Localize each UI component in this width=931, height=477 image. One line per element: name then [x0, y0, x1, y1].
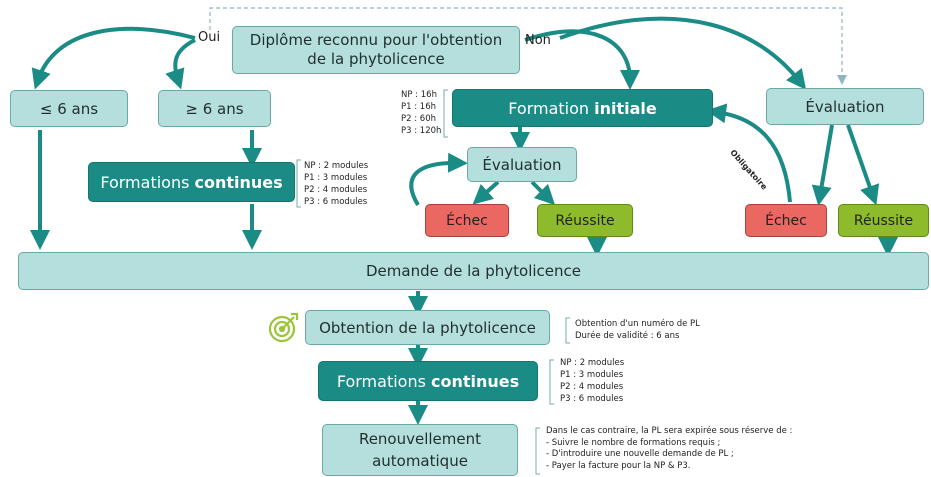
initial-training-box: Formation initiale — [452, 89, 713, 127]
note-line: - Suivre le nombre de formations requis … — [546, 437, 721, 448]
ge6-box: ≥ 6 ans — [158, 90, 271, 127]
le6-box: ≤ 6 ans — [10, 90, 128, 127]
yes-label: Oui — [198, 30, 221, 45]
non-arrow-initial — [524, 29, 640, 90]
continuing-modules-note-2: NP : 2 modules P1 : 3 modules P2 : 4 mod… — [560, 357, 624, 405]
initial-hours-note: NP : 16h P1 : 16h P2 : 60h P3 : 120h — [401, 89, 441, 137]
diploma-question-line1: Diplôme reconnu pour l'obtention — [249, 31, 503, 49]
note-line: P1 : 16h — [401, 102, 437, 112]
initial-training-prefix: Formation — [508, 98, 595, 118]
note-line: P2 : 4 modules — [560, 382, 624, 392]
note-line: NP : 16h — [401, 90, 437, 100]
licence-request-bar: Demande de la phytolicence — [18, 252, 929, 290]
licence-obtention-box: Obtention de la phytolicence — [305, 310, 550, 345]
fail-box: Échec — [425, 204, 509, 237]
note-line: P1 : 3 modules — [560, 370, 624, 380]
note-line: P2 : 4 modules — [304, 185, 368, 195]
non-arrow-evaluation — [559, 16, 807, 90]
evaluation-box: Évaluation — [467, 147, 577, 182]
note-line: P3 : 6 modules — [304, 197, 368, 207]
diploma-question-line2: de la phytolicence — [307, 50, 445, 68]
note-line: Durée de validité : 6 ans — [575, 331, 680, 341]
note-line: P3 : 120h — [401, 126, 442, 136]
note-line: P2 : 60h — [401, 114, 437, 124]
mandatory-arrow — [706, 103, 792, 203]
note-line: NP : 2 modules — [304, 161, 369, 171]
continuing-modules-note: NP : 2 modules P1 : 3 modules P2 : 4 mod… — [304, 160, 368, 208]
evaluation-right-box: Évaluation — [766, 88, 924, 125]
note-line: NP : 2 modules — [560, 358, 625, 368]
note-line: P3 : 6 modules — [560, 394, 624, 404]
continuing-training-bold: continues — [194, 172, 283, 192]
success-box: Réussite — [537, 204, 633, 237]
oui-arrow-left — [31, 26, 196, 90]
auto-renewal-box: Renouvellement automatique — [322, 424, 518, 476]
obtention-notes: Obtention d'un numéro de PL Durée de val… — [575, 318, 700, 342]
fail-right-box: Échec — [745, 204, 827, 237]
target-icon — [268, 312, 299, 343]
note-line: Dans le cas contraire, la PL sera expiré… — [546, 426, 793, 436]
continuing-training-2-bold: continues — [431, 371, 520, 391]
renewal-notes: Dans le cas contraire, la PL sera expiré… — [546, 426, 792, 472]
continuing-training-prefix: Formations — [100, 172, 195, 192]
note-line: - Payer la facture pour la NP & P3. — [546, 460, 691, 471]
success-right-box: Réussite — [838, 204, 929, 237]
no-label: Non — [525, 33, 551, 48]
note-line: Obtention d'un numéro de PL — [575, 319, 700, 329]
note-line: P1 : 3 modules — [304, 173, 368, 183]
diploma-question-box: Diplôme reconnu pour l'obtention de la p… — [232, 26, 520, 74]
continuing-training-box: Formations continues — [88, 162, 295, 202]
oui-arrow-right — [165, 38, 196, 90]
initial-training-bold: initiale — [594, 98, 657, 118]
continuing-training-2-prefix: Formations — [336, 371, 432, 391]
renewal-line2: automatique — [372, 452, 468, 470]
renewal-line1: Renouvellement — [358, 430, 482, 448]
continuing-training-box-2: Formations continues — [318, 361, 538, 401]
note-line: - D'introduire une nouvelle demande de P… — [546, 449, 734, 459]
